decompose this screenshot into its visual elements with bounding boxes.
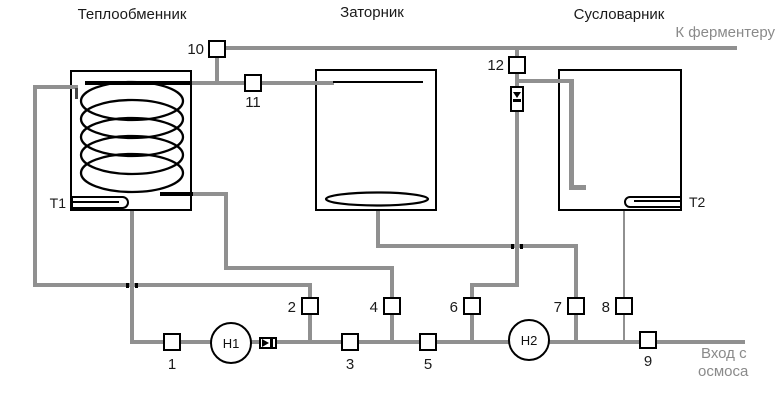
pipe-dip-tube-elbow	[569, 185, 586, 190]
valve-1-label: 1	[167, 356, 177, 373]
valve-8-label: 8	[601, 299, 610, 316]
crossing-tick	[126, 283, 129, 288]
t1-sensor-label: T1	[49, 195, 66, 211]
he-inlet-end-tick	[75, 88, 78, 99]
check-valve-arrow-icon	[262, 339, 269, 347]
coil-bottom-connection	[160, 192, 193, 196]
pipe-wortboiler-outlet	[623, 211, 625, 297]
valve-5-label: 5	[423, 356, 433, 373]
pipe-left-riser	[33, 85, 37, 287]
valve-6-label: 6	[449, 299, 458, 316]
pipe-coil-out-drop	[224, 192, 228, 270]
pipe-left-run-to-valve2	[33, 283, 312, 287]
valve-12-label: 12	[487, 57, 504, 74]
valve-4-label: 4	[369, 299, 378, 316]
pipe-to-fermenter	[225, 46, 737, 50]
valve-7-label: 7	[553, 299, 562, 316]
pipe-wortboiler-dip-tube	[569, 79, 574, 189]
to-fermenter-label: К ферментеру	[675, 24, 775, 41]
osmosis-inlet-label-line2: осмоса	[698, 363, 749, 380]
pump-h2: Н2	[508, 319, 550, 361]
valve-10	[208, 40, 226, 58]
valve-11	[244, 74, 262, 92]
t2-sensor-label: T2	[689, 194, 706, 210]
valve-8	[615, 297, 633, 315]
valve-7	[567, 297, 585, 315]
valve-11-label: 11	[245, 94, 261, 111]
pipe-he-bottom-drop	[130, 211, 134, 344]
valve-2-label: 2	[287, 299, 296, 316]
pipe-valve12-top-stub	[515, 48, 519, 57]
mash-tun-title: Заторник	[340, 4, 404, 21]
mash-tun-tank	[315, 69, 437, 211]
valve-3	[341, 333, 359, 351]
pipe-checkvalve-down-riser	[515, 110, 519, 287]
wort-boiler-title: Сусловарник	[573, 6, 665, 23]
pipe-he-inlet-stub	[33, 85, 78, 89]
pipe-valve6-down-stub	[470, 315, 474, 344]
pipe-valve2-down-stub	[308, 315, 312, 344]
t2-thermowell-inner	[634, 200, 682, 202]
check-valve-seat	[270, 339, 273, 347]
pipe-mashtun-outlet-drop	[376, 211, 380, 248]
pipe-valve6-up-stub	[470, 283, 474, 297]
valve-6	[463, 297, 481, 315]
pipe-valve10-drop	[215, 57, 219, 85]
pipe-valve4-up-stub	[390, 266, 394, 297]
pump-h1: Н1	[210, 322, 252, 364]
coil-top-connection	[85, 81, 192, 85]
pipe-branch-to-wortboiler	[517, 79, 573, 83]
valve-1	[163, 333, 181, 351]
valve-12	[508, 56, 526, 74]
osmosis-inlet-label-line1: Вход с	[701, 345, 747, 362]
t2-thermowell	[624, 196, 682, 208]
check-valve-seat	[513, 99, 521, 102]
pipe-valve8-down-stub	[623, 315, 625, 344]
crossing-tick	[135, 283, 138, 288]
valve-4	[383, 297, 401, 315]
mashtun-sparge-pipe	[333, 81, 423, 83]
pipe-main-header	[130, 340, 745, 344]
pipe-riser-to-valve6	[470, 283, 519, 287]
valve-10-label: 10	[187, 41, 204, 58]
valve-9-label: 9	[643, 353, 653, 370]
heating-coil-icon	[79, 80, 185, 194]
check-valve-arrow-icon	[512, 92, 521, 98]
valve-3-label: 3	[345, 356, 355, 373]
pump-h2-label: Н2	[520, 332, 538, 348]
pipe-valve4-down-stub	[390, 315, 394, 344]
valve-9	[639, 331, 657, 349]
pipe-valve2-up-stub	[308, 283, 312, 297]
heat-exchanger-title: Теплообменник	[77, 6, 187, 23]
pipe-coil-to-mashtun	[192, 81, 334, 85]
valve-2	[301, 297, 319, 315]
crossing-tick	[520, 244, 523, 249]
heat-exchanger-tank	[70, 70, 192, 211]
t1-thermowell-inner	[73, 201, 119, 203]
pump-h1-label: Н1	[222, 335, 240, 351]
pipe-valve7-down-stub	[574, 315, 578, 344]
pipe-coil-bottom-out	[192, 192, 228, 196]
mash-tun-bottom-ellipse-icon	[324, 191, 430, 207]
pipe-coil-out-run	[224, 266, 394, 270]
pipe-valve7-up-riser	[574, 244, 578, 297]
crossing-tick	[511, 244, 514, 249]
pipe-mashtun-outlet-run	[376, 244, 578, 248]
valve-5	[419, 333, 437, 351]
wort-boiler-tank	[558, 69, 682, 211]
